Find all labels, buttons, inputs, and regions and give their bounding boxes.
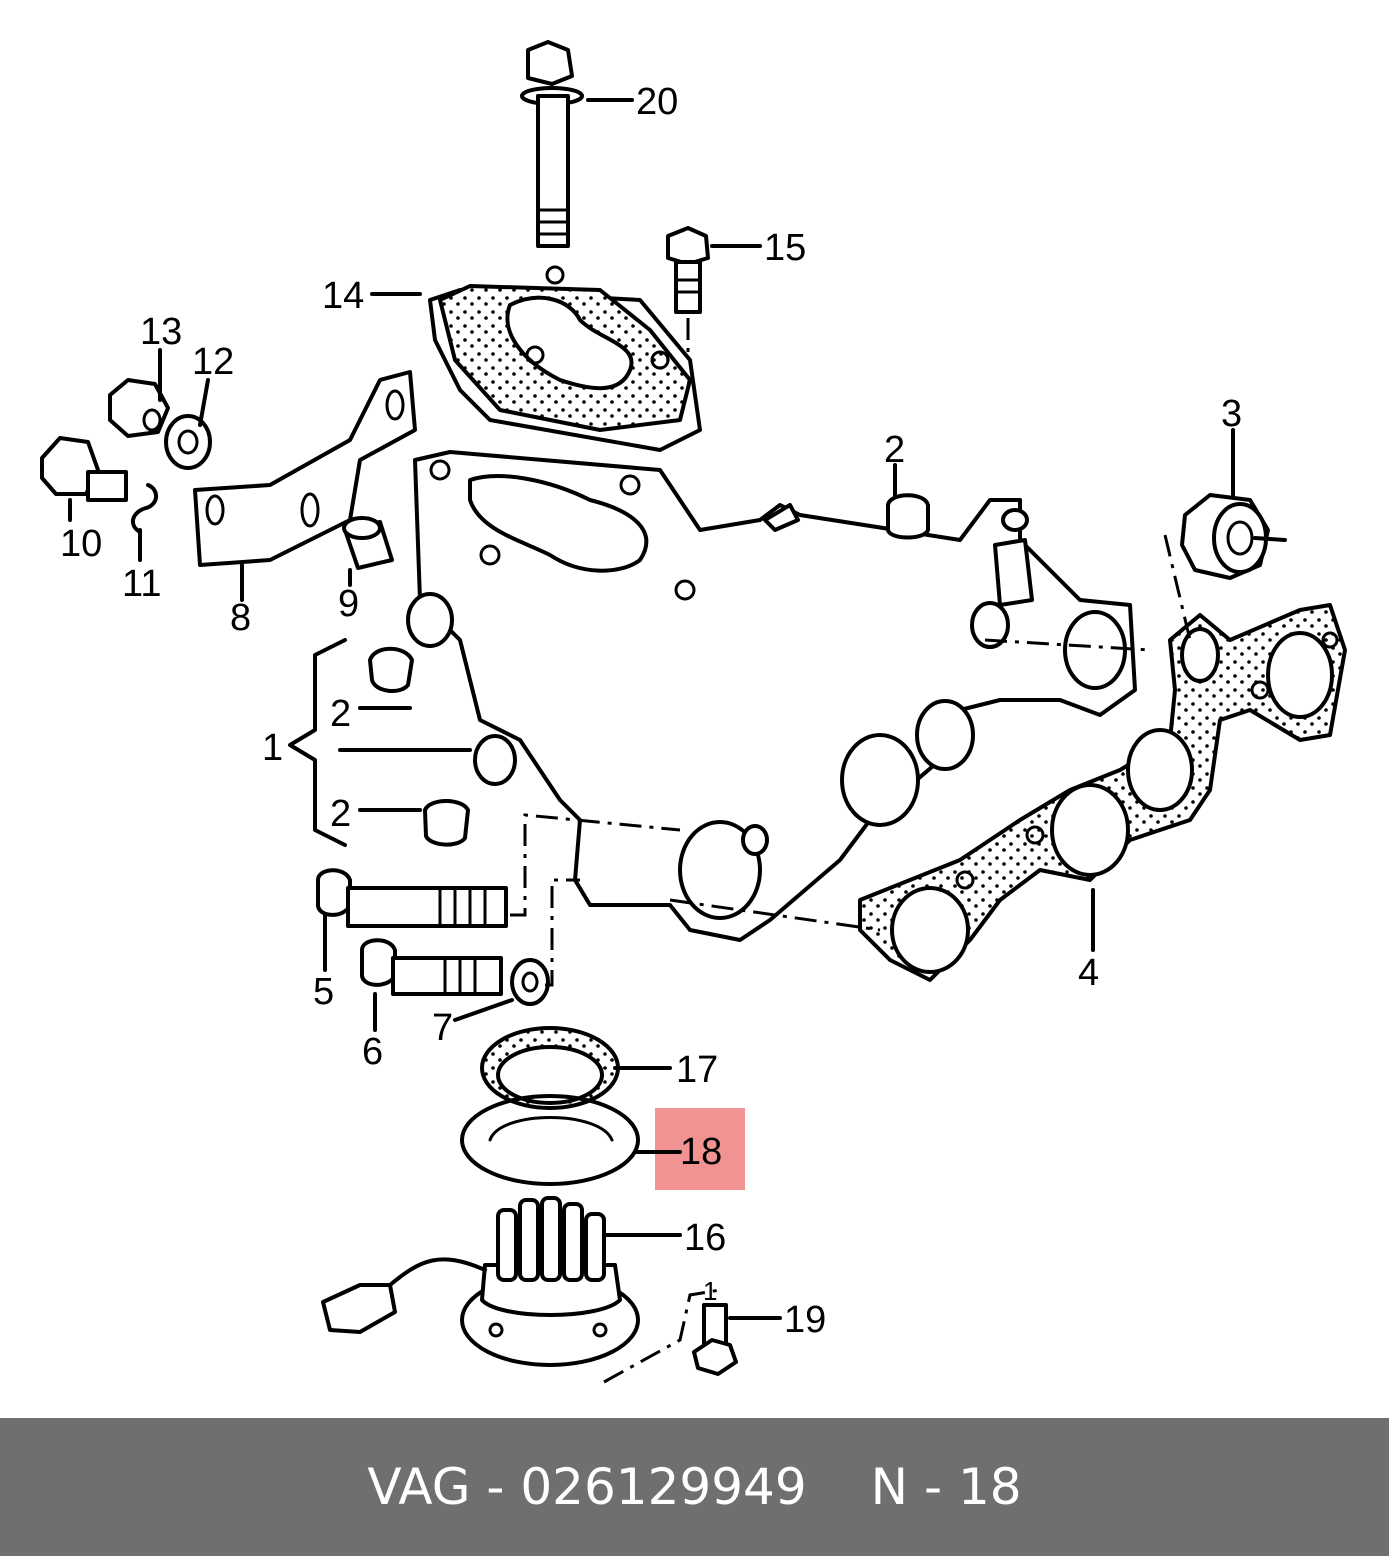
brand-separator: -: [486, 1458, 505, 1516]
callout-5: 5: [313, 971, 334, 1013]
footer-space-3: [942, 1458, 958, 1516]
callout-7: 7: [432, 1007, 453, 1049]
callout-19: 19: [784, 1299, 826, 1341]
footer-separator: [471, 1458, 487, 1516]
callout-2a: 2: [884, 429, 905, 471]
callout-18: 18: [680, 1131, 722, 1173]
callout-19-subscript: 1: [703, 1276, 717, 1306]
callout-2c: 2: [330, 793, 351, 835]
highlight-box-18: [655, 1108, 745, 1190]
callout-labels: 20 15 14 13 12 10 11 8 9 2 3 1 2 2 4 5 6…: [60, 81, 1242, 1341]
position-number: 18: [957, 1458, 1022, 1516]
position-separator: -: [923, 1458, 943, 1516]
sleeve-part-9: [342, 516, 394, 570]
sensor-part-16: [321, 1196, 640, 1367]
bush-part-2a: [886, 493, 930, 540]
bush-part-2c: [423, 799, 470, 847]
callout-10: 10: [60, 523, 102, 565]
throttle-flange-part-14: [428, 265, 702, 452]
bush-part-2b: [368, 646, 414, 693]
bolt-part-5: [316, 868, 508, 928]
nut-part-13: [108, 378, 170, 438]
clip-part-11: [130, 483, 158, 534]
callout-15: 15: [764, 227, 806, 269]
bolt-part-19: [692, 1303, 738, 1376]
part-number-footer: VAG - 026129949 N - 18: [0, 1418, 1389, 1556]
long-bolt-part-20: [520, 40, 584, 248]
washer-part-7: [510, 958, 550, 1006]
callout-6: 6: [362, 1031, 383, 1073]
callout-16: 16: [684, 1217, 726, 1259]
callout-2b: 2: [330, 693, 351, 735]
brand-label: VAG: [367, 1458, 471, 1516]
intake-manifold-part-1: [406, 450, 1137, 942]
o-ring-part-18: [460, 1094, 640, 1186]
callout-14: 14: [322, 275, 364, 317]
callout-11: 11: [122, 563, 161, 605]
callout-13: 13: [140, 311, 182, 353]
callout-1: 1: [262, 727, 283, 769]
callout-3: 3: [1221, 393, 1242, 435]
cap-part-3: [1180, 493, 1287, 580]
exploded-parts-diagram: 20 15 14 13 12 10 11 8 9 2 3 1 2 2 4 5 6…: [40, 40, 1347, 1384]
callout-4: 4: [1078, 952, 1099, 994]
footer-space-2: [908, 1458, 924, 1516]
callout-9: 9: [338, 583, 359, 625]
part-number: 026129949: [520, 1458, 807, 1516]
bracket-part-8: [193, 370, 417, 567]
manifold-gasket-part-4: [858, 603, 1347, 982]
callout-17: 17: [676, 1049, 718, 1091]
washer-part-12: [164, 414, 212, 470]
bolt-part-6: [360, 938, 503, 996]
seal-ring-part-17: [480, 1026, 620, 1110]
callout-12: 12: [192, 341, 234, 383]
leader-lines: [68, 98, 1235, 1384]
position-prefix: N: [870, 1458, 909, 1516]
callout-20: 20: [636, 81, 678, 123]
bolt-part-10: [40, 436, 128, 502]
callout-8: 8: [230, 597, 251, 639]
footer-space: [504, 1458, 520, 1516]
